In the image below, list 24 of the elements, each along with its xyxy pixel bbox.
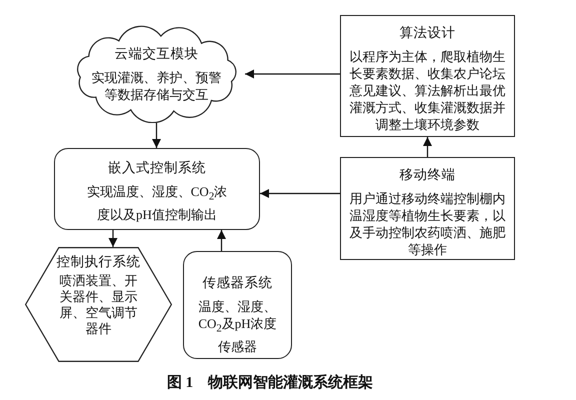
process-box [340, 157, 515, 260]
arrow [108, 230, 118, 247]
heading: 移动终端 [398, 166, 456, 184]
heading: 算法设计 [398, 24, 456, 42]
arrow [245, 70, 340, 78]
hexagon-shape [25, 247, 172, 362]
body-text: 实现灌溉、养护、预警等数据存储与交互 [92, 69, 222, 103]
body-text: 实现温度、湿度、CO$_{2}$浓度以及pH值控制输出 [86, 183, 228, 223]
heading: 传感器系统 [202, 274, 274, 292]
arrow [423, 137, 432, 157]
body-text: 喷洒装置、开关器件、显示屏、空气调节器件 [58, 273, 138, 337]
process-box [340, 15, 515, 137]
arrow [152, 123, 161, 148]
caption: 图 1 物联网智能灌溉系统框架 [166, 373, 374, 392]
body-text: 温度、湿度、CO$_{2}$及pH浓度传感器 [197, 298, 278, 355]
arrow [217, 230, 226, 251]
heading: 嵌入式控制系统 [107, 159, 207, 177]
rounded-box [183, 251, 292, 359]
body-text: 用户通过移动终端控制棚内温湿度等植物生长要素，以及手动控制农药喷洒、施肥等操作 [348, 190, 506, 258]
arrow [260, 189, 340, 198]
heading: 云端交互模块 [114, 45, 200, 63]
rounded-box [54, 148, 260, 230]
heading: 控制执行系统 [56, 254, 142, 270]
body-text: 以程序为主体，爬取植物生长要素数据、收集农户论坛意见建议、算法解析出最优灌溉方式、收集灌溉数据并调整土壤环境参数 [348, 48, 506, 133]
